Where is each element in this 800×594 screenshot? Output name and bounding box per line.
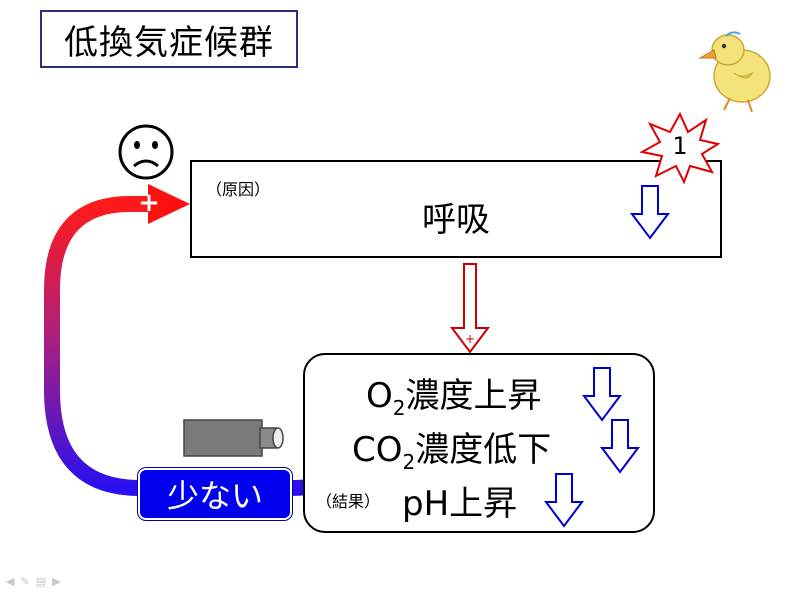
cause-text: 呼吸 xyxy=(422,200,490,240)
star-burst-icon xyxy=(640,112,720,184)
cause-box: （原因） 呼吸 xyxy=(190,160,722,258)
cause-label: （原因） xyxy=(206,180,271,199)
down-arrow-icon xyxy=(600,419,640,474)
down-arrow-icon xyxy=(630,185,670,240)
feedback-plus-sign: + xyxy=(138,188,160,218)
feedback-badge-label: 少ない xyxy=(166,477,263,515)
result-line-ph: pH上昇 xyxy=(402,484,518,524)
title-text: 低換気症候群 xyxy=(64,22,274,63)
flow-plus-sign: + xyxy=(464,332,476,346)
slide-nav[interactable]: ◀✎▤▶ xyxy=(6,575,67,588)
down-arrow-icon xyxy=(544,473,584,528)
page-title: 低換気症候群 xyxy=(40,10,298,68)
pen-icon[interactable]: ✎ xyxy=(20,575,36,588)
result-line-o2: O2濃度上昇 xyxy=(366,376,542,420)
chick-icon xyxy=(698,31,771,113)
flow-arrow xyxy=(450,263,490,354)
result-label: （結果） xyxy=(316,492,381,511)
next-slide-icon[interactable]: ▶ xyxy=(52,575,67,588)
prev-slide-icon[interactable]: ◀ xyxy=(6,575,21,588)
step-number: 1 xyxy=(672,132,688,160)
result-line-co2: CO2濃度低下 xyxy=(352,430,552,474)
down-arrow-icon xyxy=(582,367,622,422)
sad-face-icon xyxy=(118,124,174,180)
menu-icon[interactable]: ▤ xyxy=(35,575,53,588)
feedback-badge: 少ない xyxy=(138,468,292,520)
tube-icon xyxy=(183,419,284,457)
